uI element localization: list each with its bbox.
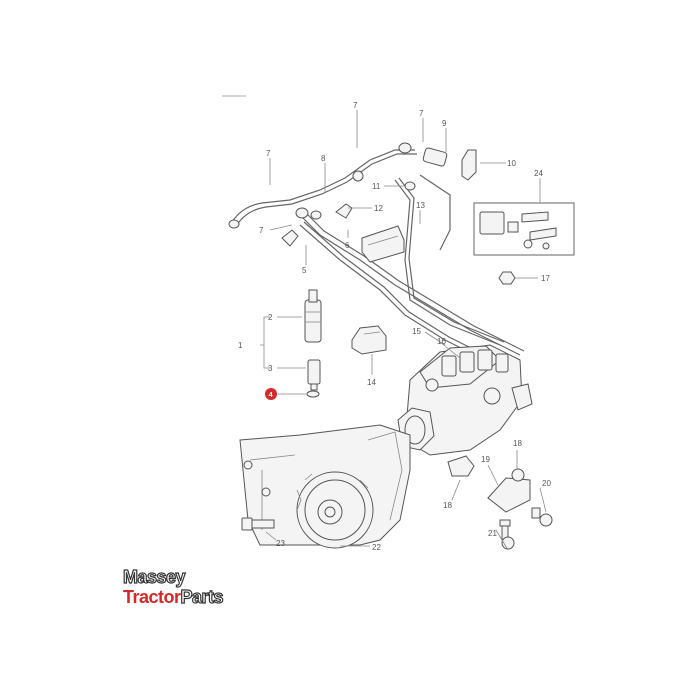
callout-7c: 7 — [266, 149, 271, 158]
bracket-part-14 — [351, 325, 387, 355]
callout-4: 4 — [269, 390, 274, 399]
callout-7a: 7 — [353, 101, 358, 110]
callout-23: 23 — [276, 539, 285, 548]
leader-lines — [260, 110, 547, 551]
massey-tractor-parts-logo: Massey TractorParts — [122, 567, 224, 608]
callout-20: 20 — [542, 479, 551, 488]
callout-7d: 7 — [259, 226, 264, 235]
highlight-marker-4 — [265, 388, 277, 400]
mounting-bracket — [487, 468, 553, 550]
callout-6: 6 — [345, 241, 350, 250]
callout-19: 19 — [481, 455, 490, 464]
callout-17: 17 — [541, 274, 550, 283]
callout-1: 1 — [238, 341, 243, 350]
bolt-part-23 — [241, 517, 275, 531]
callout-13: 13 — [416, 201, 425, 210]
pipe-clips — [281, 203, 353, 247]
callout-3: 3 — [268, 364, 273, 373]
nut-part-17 — [498, 271, 516, 285]
callout-14: 14 — [367, 378, 376, 387]
callout-18b: 18 — [443, 501, 452, 510]
callout-22: 22 — [372, 543, 381, 552]
injector-assembly — [304, 289, 322, 398]
callout-16: 16 — [437, 337, 446, 346]
callout-5: 5 — [302, 266, 307, 275]
callout-labels: 7 7 9 7 8 10 24 11 12 13 7 6 5 17 2 1 3 … — [238, 101, 551, 552]
logo-line-2-parts: Parts — [180, 587, 224, 607]
gear-housing — [239, 424, 411, 549]
callout-8: 8 — [321, 154, 326, 163]
logo-line-2-tractor: Tractor — [123, 587, 181, 607]
callout-15: 15 — [412, 327, 421, 336]
injector-pipes — [228, 142, 525, 371]
callout-18a: 18 — [513, 439, 522, 448]
logo-line-1: Massey — [122, 567, 186, 587]
inset-box-24 — [473, 202, 575, 256]
callout-21: 21 — [488, 529, 497, 538]
injection-pump — [397, 344, 533, 477]
callout-9: 9 — [442, 119, 447, 128]
callout-2: 2 — [268, 313, 273, 322]
callout-12: 12 — [374, 204, 383, 213]
bracket-part — [361, 225, 405, 263]
callout-7b: 7 — [419, 109, 424, 118]
callout-10: 10 — [507, 159, 516, 168]
callout-24: 24 — [534, 169, 543, 178]
callout-11: 11 — [372, 182, 381, 191]
